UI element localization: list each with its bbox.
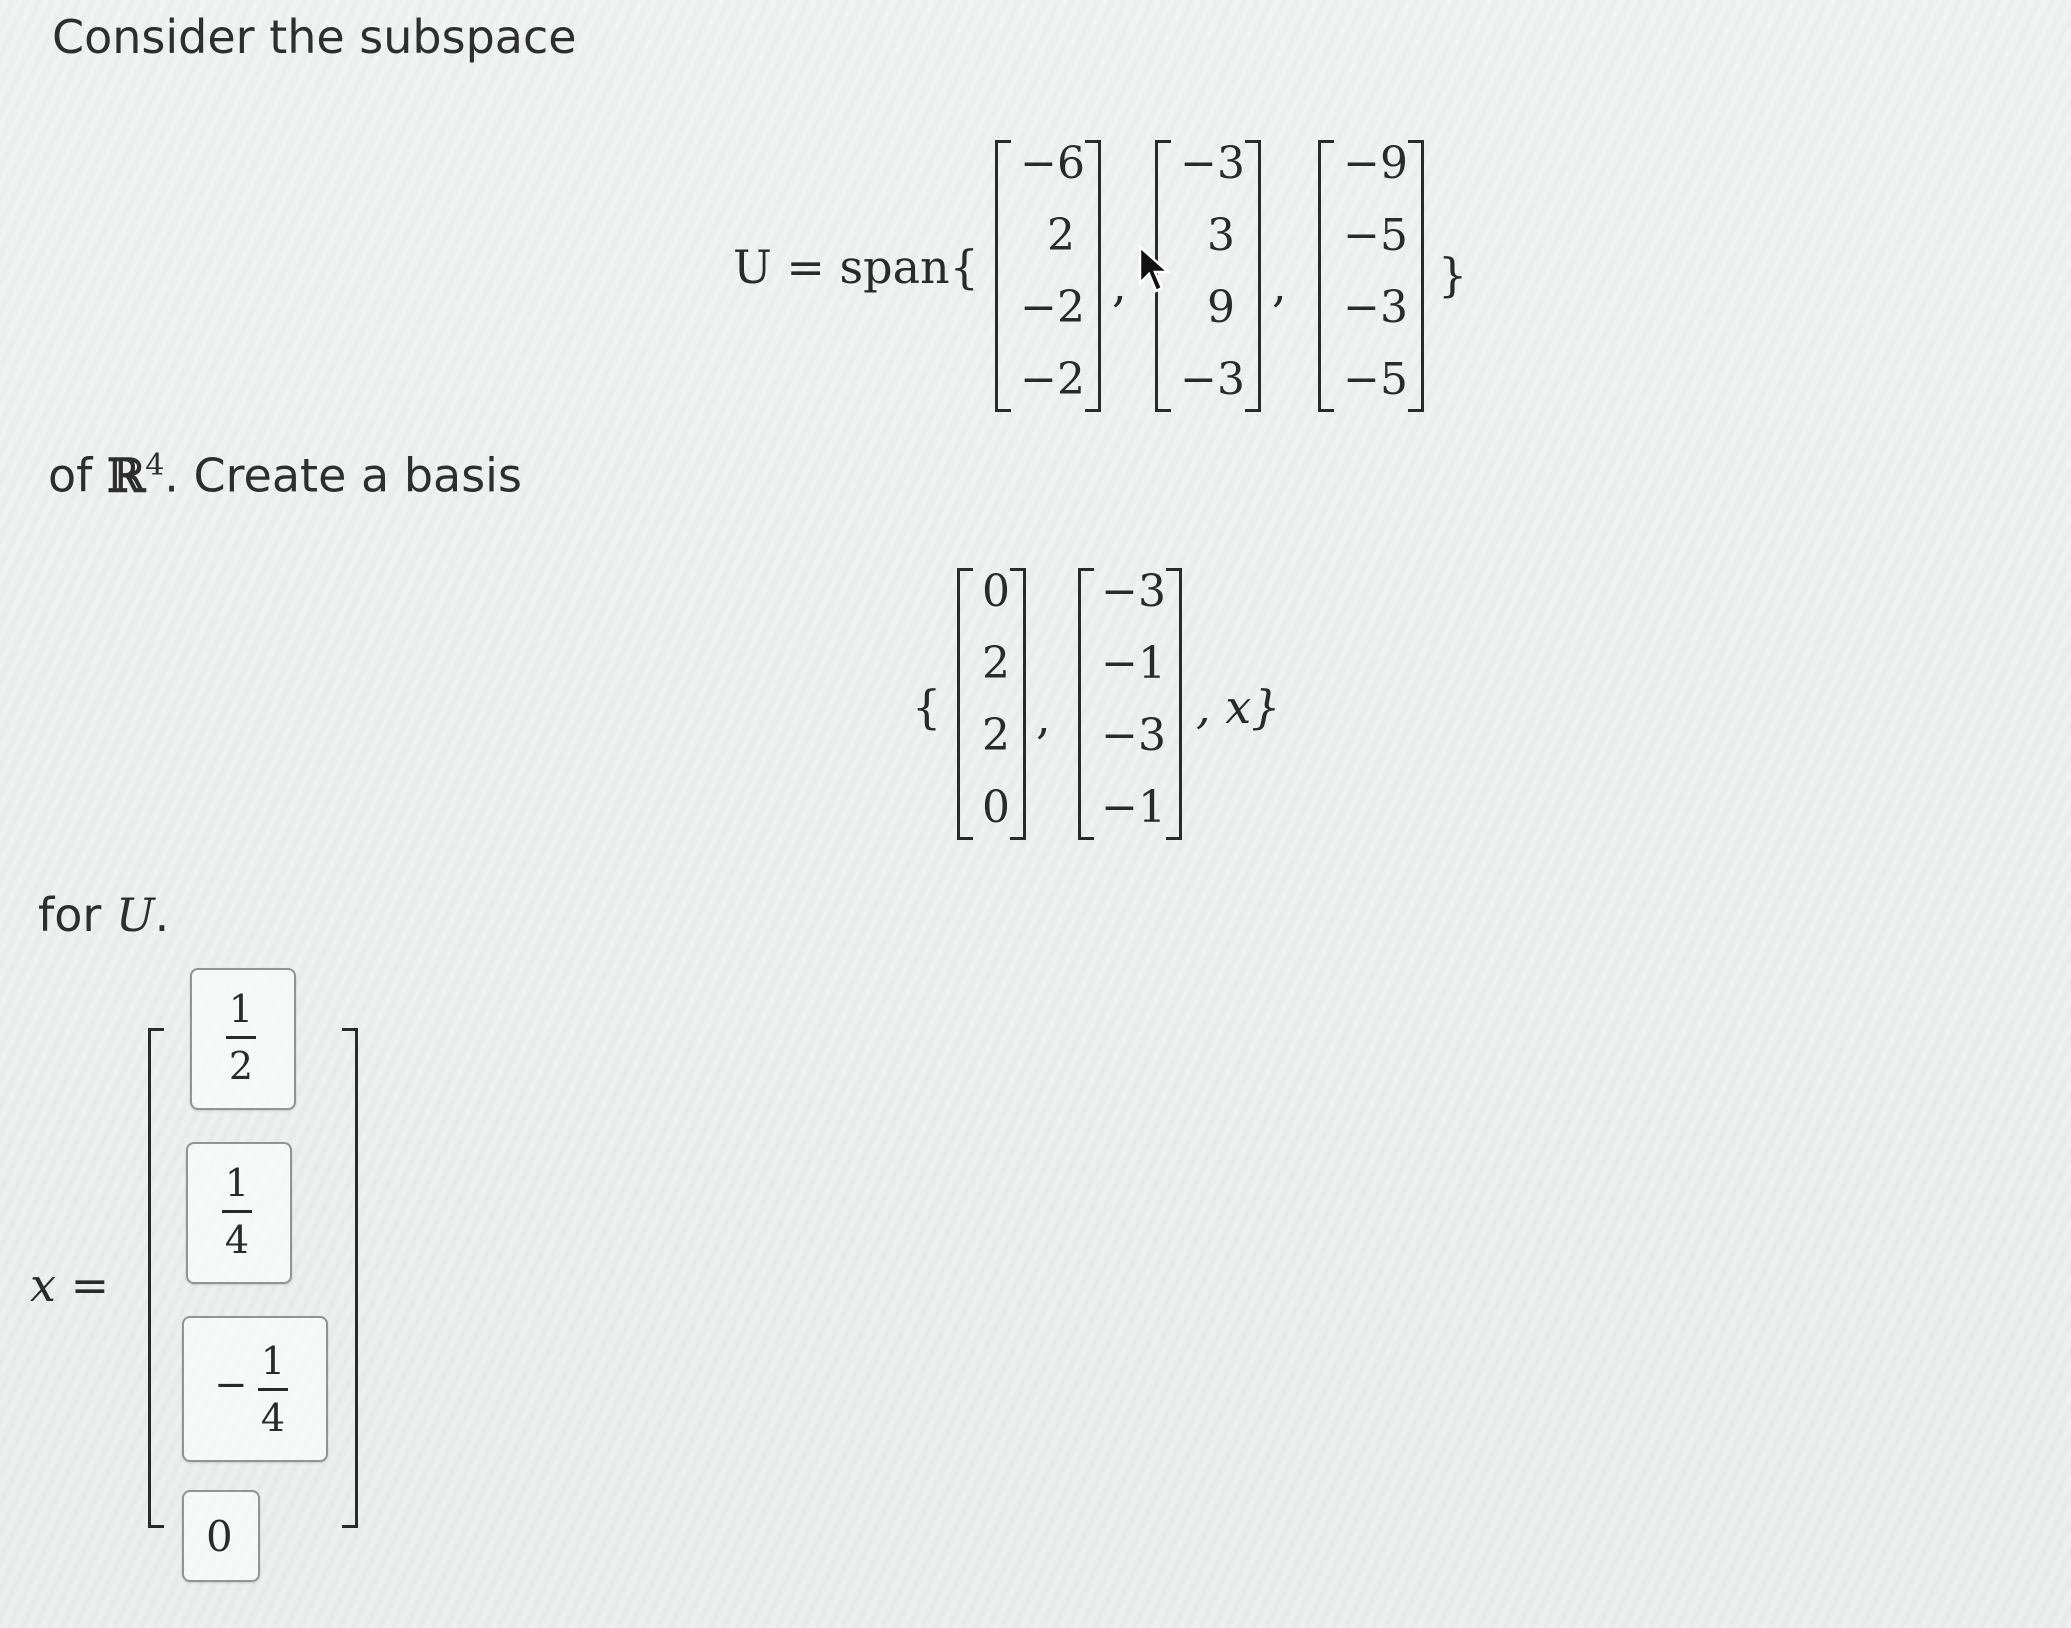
for-text: for: [38, 888, 102, 942]
answer-input-4[interactable]: 0: [182, 1490, 260, 1582]
intro-text: Consider the subspace: [52, 10, 577, 64]
fraction-bar: [222, 1210, 252, 1213]
vector-entry: −9: [1343, 138, 1408, 189]
vector-entry: 2: [1047, 210, 1075, 261]
field-exponent: 4: [145, 448, 165, 483]
answer-bracket-left: [148, 1028, 164, 1528]
bracket-right: [1245, 140, 1261, 412]
fraction-denominator: 2: [228, 1044, 254, 1088]
vector-entry: 3: [1207, 210, 1235, 261]
mouse-pointer-icon: [1138, 245, 1172, 293]
comma: ,: [1112, 258, 1127, 312]
vector-entry: −2: [1020, 282, 1085, 333]
vector-entry: −2: [1020, 354, 1085, 405]
vector-entry: 2: [982, 710, 1010, 761]
of-text: of: [48, 448, 93, 503]
fraction-denominator: 4: [260, 1396, 286, 1440]
comma: ,: [1036, 690, 1051, 744]
basis-tail: , x}: [1196, 680, 1281, 734]
for-u-line: for U.: [38, 888, 169, 942]
x-equals-label: x =: [30, 1258, 110, 1312]
vector-entry: 2: [982, 638, 1010, 689]
answer-bracket-right: [342, 1028, 358, 1528]
fraction-numerator: 1: [260, 1339, 286, 1383]
vector-entry: −3: [1343, 282, 1408, 333]
fraction-numerator: 1: [228, 987, 254, 1031]
vector-entry: −6: [1020, 138, 1085, 189]
vector-entry: 0: [982, 566, 1010, 617]
bracket-right: [1085, 140, 1101, 412]
vector-entry: −5: [1343, 354, 1408, 405]
bracket-right: [1166, 568, 1182, 840]
answer-input-2[interactable]: 1 4: [186, 1142, 292, 1284]
create-basis-text: . Create a basis: [164, 448, 522, 503]
real-field-symbol: ℝ: [106, 448, 146, 503]
bracket-right: [1010, 568, 1026, 840]
vector-entry: −3: [1101, 710, 1166, 761]
vector-entry: −1: [1101, 638, 1166, 689]
comma: ,: [1272, 258, 1287, 312]
closing-brace: }: [1438, 248, 1468, 302]
for-period: .: [154, 888, 170, 942]
bracket-left: [957, 568, 973, 840]
vector-entry: −3: [1101, 566, 1166, 617]
bracket-right: [1408, 140, 1424, 412]
for-variable: U: [115, 888, 155, 942]
answer-input-3[interactable]: − 1 4: [182, 1316, 328, 1462]
vector-entry: −1: [1101, 782, 1166, 833]
answer-value: 0: [206, 1512, 233, 1561]
answer-input-1[interactable]: 1 2: [190, 968, 296, 1110]
vector-entry: −3: [1180, 354, 1245, 405]
fraction-bar: [226, 1036, 256, 1039]
bracket-left: [1078, 568, 1094, 840]
subspace-lhs: U = span{: [733, 240, 979, 294]
basis-open-brace: {: [912, 680, 942, 734]
bracket-left: [995, 140, 1011, 412]
vector-entry: −3: [1180, 138, 1245, 189]
of-r4-line: of ℝ4. Create a basis: [48, 448, 522, 502]
vector-entry: 0: [982, 782, 1010, 833]
bracket-left: [1318, 140, 1334, 412]
fraction-denominator: 4: [224, 1218, 250, 1262]
fraction-bar: [258, 1388, 288, 1391]
vector-entry: −5: [1343, 210, 1408, 261]
vector-entry: 9: [1207, 282, 1235, 333]
fraction-numerator: 1: [224, 1161, 250, 1205]
negative-sign: −: [214, 1362, 248, 1408]
